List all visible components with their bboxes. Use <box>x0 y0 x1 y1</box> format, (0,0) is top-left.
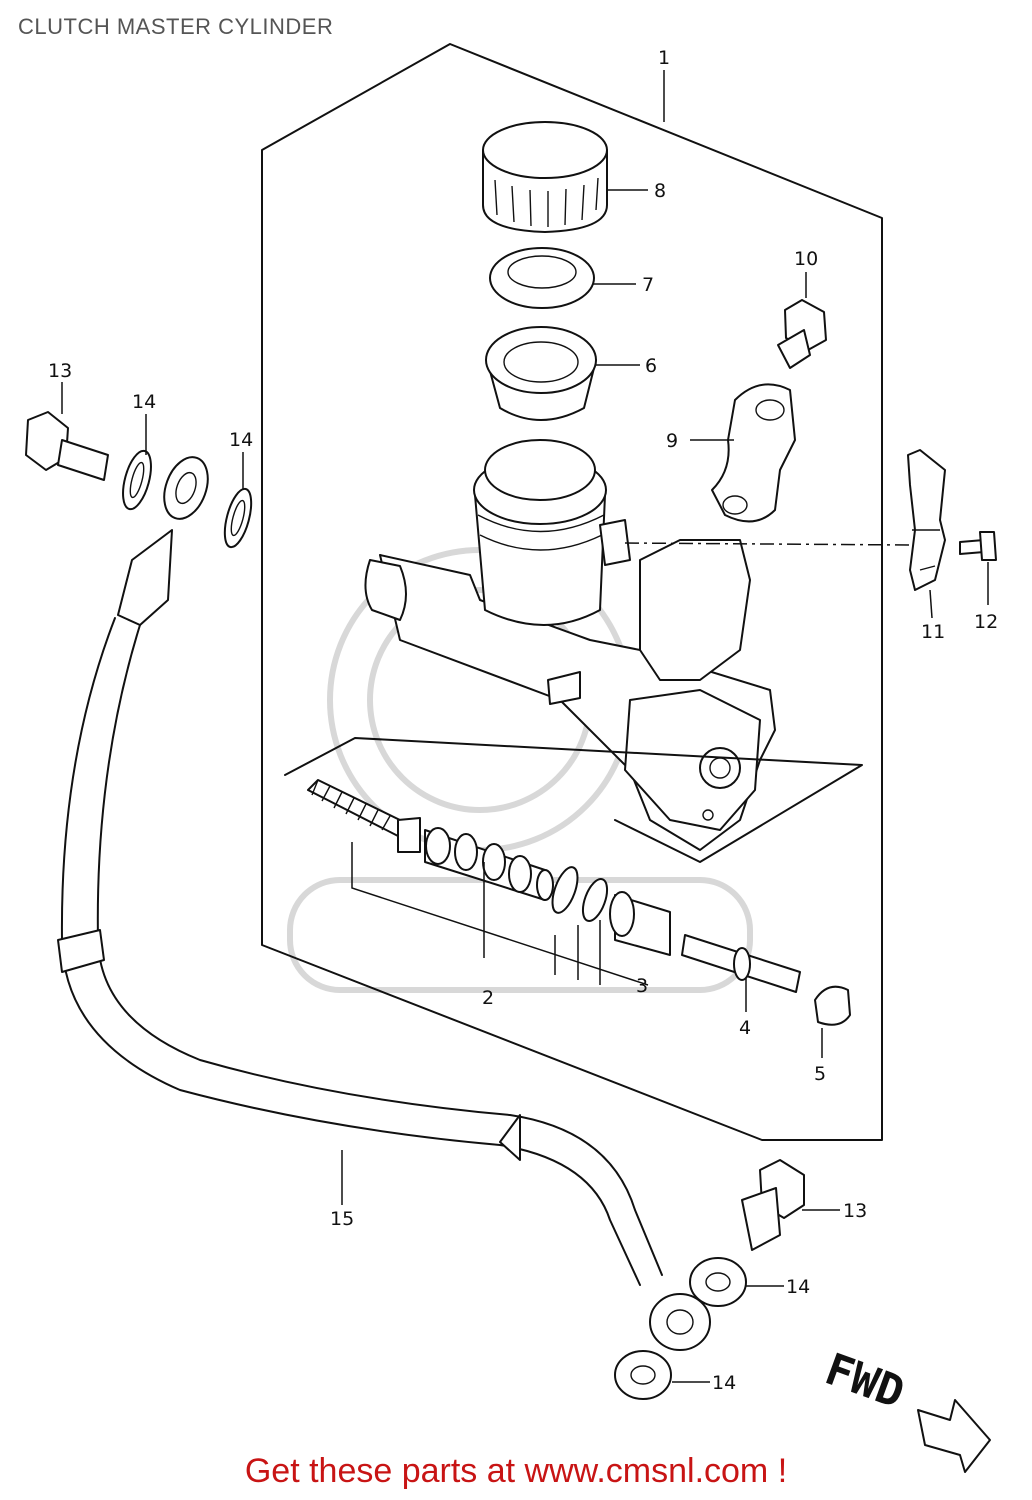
diaphragm <box>485 326 597 421</box>
union-bolt-lower <box>741 1159 805 1251</box>
holder-clamp <box>711 383 796 523</box>
callout-14-lower-b: 14 <box>712 1372 736 1394</box>
callout-14-upper-b: 14 <box>229 429 253 451</box>
callout-4: 4 <box>739 1017 751 1039</box>
push-rod-boot <box>814 985 851 1026</box>
callout-13-lower: 13 <box>843 1200 867 1222</box>
callout-9: 9 <box>666 430 678 452</box>
callout-labels: 1 2 3 4 5 6 7 8 9 10 11 12 13 13 14 14 1… <box>48 47 998 1394</box>
union-bolt-upper <box>25 411 109 481</box>
assembly-line <box>624 542 911 546</box>
holder-bolt <box>777 299 827 369</box>
clutch-hose <box>57 456 711 1351</box>
washer-upper-b <box>223 487 253 549</box>
callout-13-upper: 13 <box>48 360 72 382</box>
callout-14-upper-a: 14 <box>132 391 156 413</box>
callout-11: 11 <box>921 621 945 643</box>
fwd-label: FWD <box>819 1344 911 1419</box>
callout-7: 7 <box>642 274 654 296</box>
washer-lower-a <box>689 1257 747 1307</box>
callout-14-lower-a: 14 <box>786 1276 810 1298</box>
callout-3: 3 <box>636 975 648 997</box>
washer-lower-b <box>614 1350 672 1400</box>
bracket-screw <box>959 531 997 561</box>
push-rod <box>681 934 801 993</box>
callout-2: 2 <box>482 987 494 1009</box>
set-bracket-lines <box>351 842 649 986</box>
callout-5: 5 <box>814 1063 826 1085</box>
washer-upper-a <box>122 449 152 511</box>
leader-lines <box>61 70 989 1383</box>
diaphragm-plate <box>489 247 595 309</box>
callout-6: 6 <box>645 355 657 377</box>
callout-10: 10 <box>794 248 818 270</box>
piston-set <box>307 779 554 901</box>
parts-tray <box>284 737 863 863</box>
callout-12: 12 <box>974 611 998 633</box>
switch-bracket <box>907 449 946 591</box>
fwd-arrow-icon <box>917 1399 991 1473</box>
callout-15: 15 <box>330 1208 354 1230</box>
reservoir-cap <box>482 121 608 233</box>
piston-seals <box>551 866 671 956</box>
callout-8: 8 <box>654 180 666 202</box>
callout-1: 1 <box>658 47 670 69</box>
footer-link-text[interactable]: Get these parts at www.cmsnl.com ! <box>244 1452 788 1490</box>
diagram-title: CLUTCH MASTER CYLINDER <box>18 14 334 39</box>
assembly-boundary <box>261 43 883 1141</box>
master-cylinder-body <box>364 439 776 851</box>
